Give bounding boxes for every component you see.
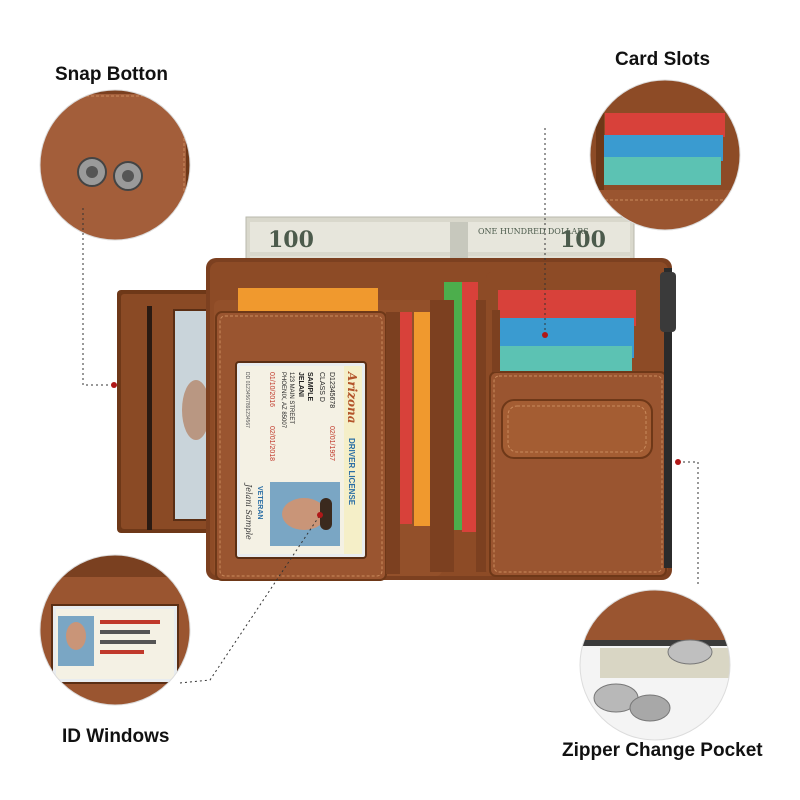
id-window: Arizona DRIVER LICENSE D12345678 CLASS D… (235, 361, 367, 559)
main-wallet: 100 100 100 100 ONE HUNDRED DOLLARS ONE … (117, 216, 676, 581)
card-slots-label: Card Slots (615, 49, 711, 70)
license-last-name: SAMPLE (306, 372, 313, 402)
callout-dots (111, 332, 681, 518)
card-edge-orange (414, 312, 432, 526)
license-class: CLASS D (318, 372, 325, 402)
snap-tab (501, 399, 653, 459)
drivers-license: Arizona DRIVER LICENSE D12345678 CLASS D… (240, 366, 362, 554)
license-address: 123 MAIN STREET (288, 372, 294, 424)
callout-lines (82, 128, 699, 684)
license-dob: 02/01/1957 (328, 426, 335, 461)
photo-person (182, 380, 210, 440)
zipper-pocket-closeup (579, 589, 731, 741)
license-title: DRIVER LICENSE (347, 438, 356, 506)
card-edge-red-right (462, 282, 478, 532)
license-city: PHOENIX, AZ 85007 (280, 372, 286, 429)
id-windows-closeup (39, 554, 191, 706)
license-expires: 02/01/2018 (268, 426, 275, 461)
right-panel (442, 268, 676, 577)
card-slots-closeup (589, 79, 741, 231)
bill-denomination-right: 100 (560, 227, 606, 253)
bill-denomination-left: 100 (268, 227, 314, 253)
zipper-track (664, 268, 672, 568)
bill-text: ONE HUNDRED DOLLARS (478, 227, 589, 236)
snap-button-label: Snap Botton (55, 64, 168, 85)
zipper-pocket-label: Zipper Change Pocket (562, 740, 763, 761)
card-edge-red (398, 312, 412, 524)
license-issued: 01/10/2016 (268, 372, 275, 407)
license-banner: VETERAN (256, 486, 263, 519)
license-number: D12345678 (328, 372, 335, 408)
license-signature: Jelani Sample (244, 482, 253, 540)
license-state: Arizona (345, 371, 359, 424)
zipper-pull (660, 272, 676, 332)
license-first-name: JELANI (297, 372, 304, 397)
photo-flap (117, 290, 215, 533)
license-dd: DD 01234567891234567 (244, 372, 250, 428)
id-windows-label: ID Windows (62, 726, 170, 747)
snap-button-closeup (39, 89, 191, 241)
